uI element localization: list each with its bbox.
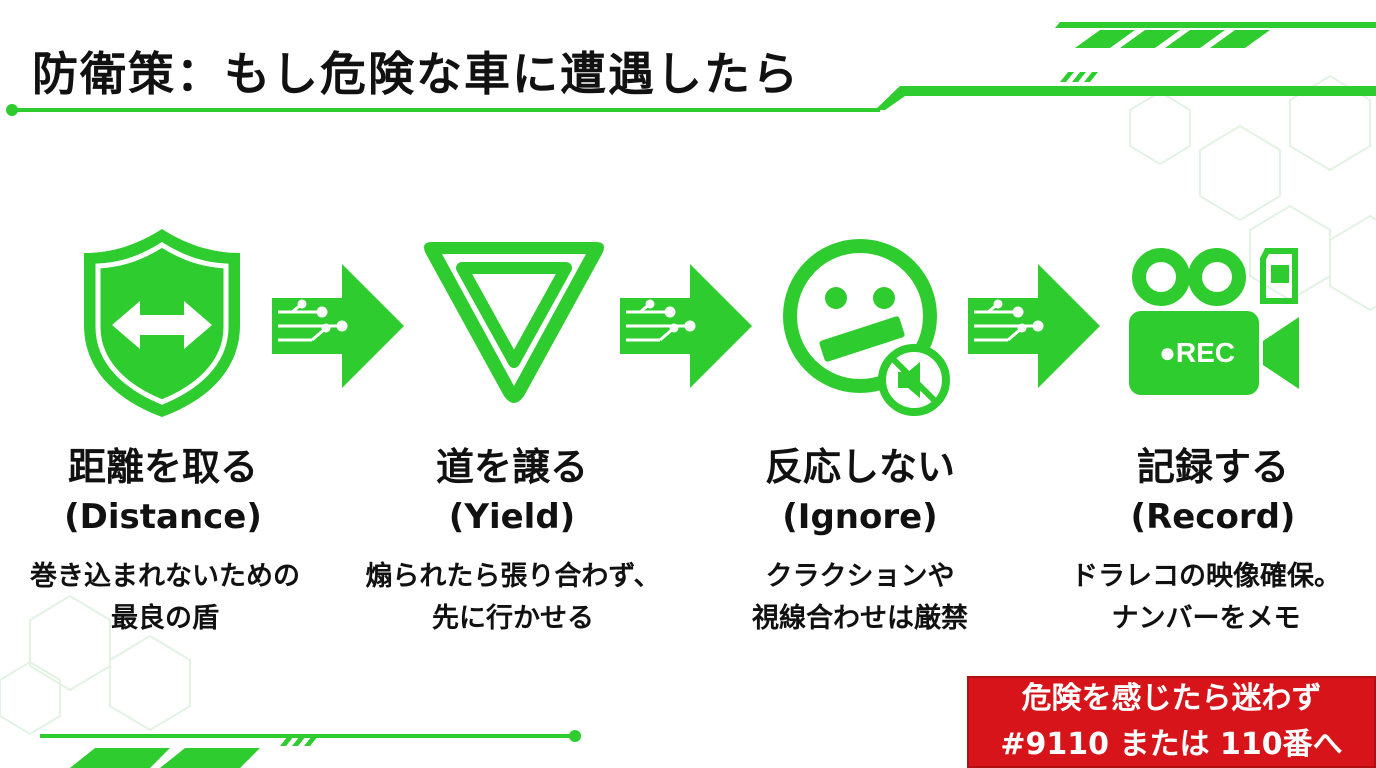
step-title-distance: 距離を取る bbox=[67, 445, 258, 489]
bottom-circuit-bar bbox=[40, 730, 581, 768]
step-desc-line: ドラレコの映像確保。 bbox=[1071, 561, 1341, 592]
taped-mouth-face-icon bbox=[780, 236, 955, 420]
rec-label: ●REC bbox=[1158, 337, 1236, 368]
top-circuit-bar bbox=[6, 22, 1376, 116]
step-title-record: 記録する bbox=[1136, 445, 1289, 489]
page-title: 防衛策：もし危険な車に遭遇したら bbox=[32, 47, 800, 101]
step-desc-line: 最良の盾 bbox=[111, 603, 219, 634]
step-en-ignore: (Ignore) bbox=[782, 497, 938, 537]
step-desc-distance: 巻き込まれないための 最良の盾 bbox=[0, 556, 335, 640]
emergency-alert-box: 危険を感じたら迷わず #9110 または 110番へ bbox=[967, 676, 1376, 768]
step-desc-yield: 煽られたら張り合わず、 先に行かせる bbox=[343, 556, 683, 640]
step-desc-record: ドラレコの映像確保。 ナンバーをメモ bbox=[1036, 556, 1376, 640]
arrow-right-icon bbox=[968, 264, 1100, 388]
step-desc-line: 視線合わせは厳禁 bbox=[752, 603, 968, 634]
step-desc-line: 巻き込まれないための bbox=[30, 561, 300, 592]
step-en-yield: (Yield) bbox=[448, 497, 576, 537]
shield-arrow-icon bbox=[80, 225, 245, 424]
step-desc-line: 先に行かせる bbox=[432, 603, 594, 634]
step-desc-line: ナンバーをメモ bbox=[1111, 603, 1301, 634]
step-en-record: (Record) bbox=[1130, 497, 1296, 537]
alert-line-1: 危険を感じたら迷わず bbox=[1021, 681, 1322, 716]
step-desc-ignore: クラクションや 視線合わせは厳禁 bbox=[690, 556, 1030, 640]
yield-sign-icon bbox=[418, 236, 610, 415]
step-title-ignore: 反応しない bbox=[764, 445, 955, 489]
step-desc-line: クラクションや bbox=[765, 561, 955, 592]
arrow-right-icon bbox=[620, 264, 752, 388]
step-title-yield: 道を譲る bbox=[435, 445, 588, 489]
step-desc-line: 煽られたら張り合わず、 bbox=[365, 561, 661, 592]
video-camera-rec-icon: ●REC bbox=[1127, 245, 1302, 404]
arrow-right-icon bbox=[272, 264, 404, 388]
alert-line-2: #9110 または 110番へ bbox=[1000, 727, 1343, 762]
step-en-distance: (Distance) bbox=[64, 497, 262, 537]
